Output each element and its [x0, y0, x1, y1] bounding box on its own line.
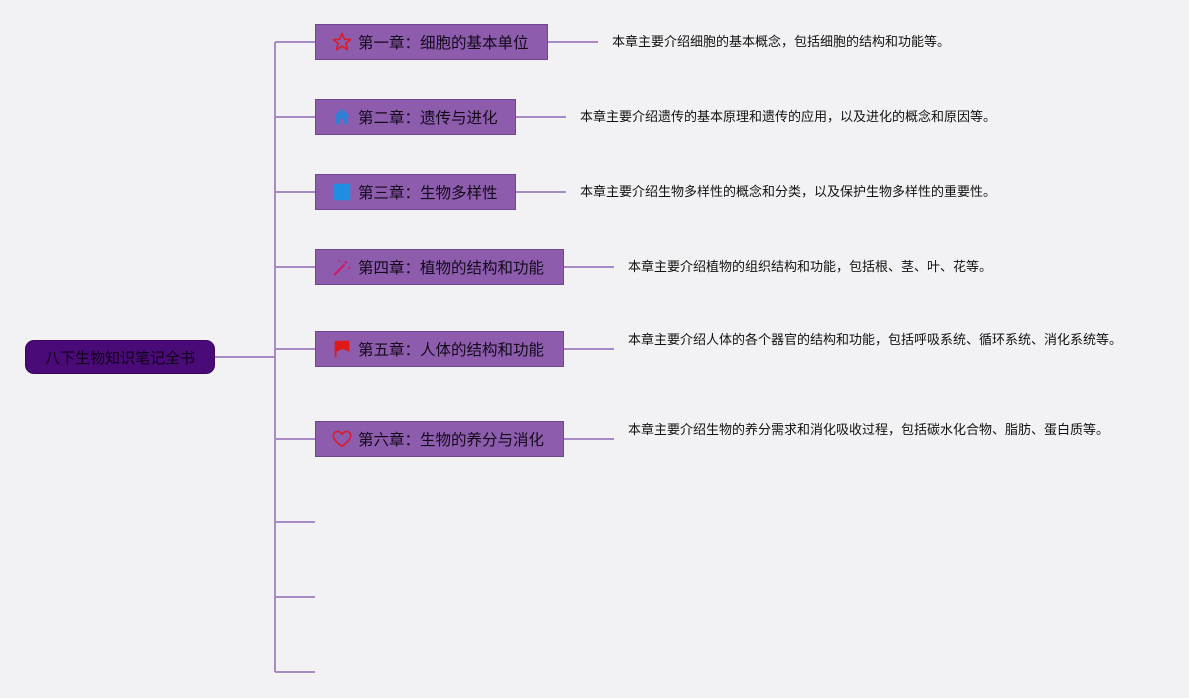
- blue-square-icon: [330, 180, 354, 204]
- heart-outline-icon: [330, 427, 354, 451]
- red-flag-icon: [330, 337, 354, 361]
- chapter-title: 第二章：遗传与进化: [358, 109, 498, 127]
- magic-wand-icon: [330, 255, 354, 279]
- chapter-description-2: 本章主要介绍遗传的基本原理和遗传的应用，以及进化的概念和原因等。: [580, 108, 1060, 128]
- chapter-node-6[interactable]: 第六章：生物的养分与消化: [315, 421, 564, 457]
- chapter-title: 第三章：生物多样性: [358, 184, 498, 202]
- chapter-description-3: 本章主要介绍生物多样性的概念和分类，以及保护生物多样性的重要性。: [580, 183, 1060, 203]
- root-label: 八下生物知识笔记全书: [44, 348, 195, 367]
- chapter-title: 第六章：生物的养分与消化: [358, 431, 545, 449]
- chapter-title: 第一章：细胞的基本单位: [358, 34, 529, 52]
- root-node[interactable]: 八下生物知识笔记全书: [25, 340, 215, 374]
- chapter-node-4[interactable]: 第四章：植物的结构和功能: [315, 249, 564, 285]
- chapter-node-5[interactable]: 第五章：人体的结构和功能: [315, 331, 564, 367]
- chapter-title: 第五章：人体的结构和功能: [358, 341, 545, 359]
- chapter-node-2[interactable]: 第二章：遗传与进化: [315, 99, 516, 135]
- star-outline-icon: [330, 30, 354, 54]
- house-icon: [330, 105, 354, 129]
- chapter-title: 第四章：植物的结构和功能: [358, 259, 545, 277]
- chapter-description-1: 本章主要介绍细胞的基本概念，包括细胞的结构和功能等。: [612, 33, 1012, 53]
- chapter-description-5: 本章主要介绍人体的各个器官的结构和功能，包括呼吸系统、循环系统、消化系统等。: [628, 331, 1128, 351]
- chapter-node-1[interactable]: 第一章：细胞的基本单位: [315, 24, 548, 60]
- chapter-node-3[interactable]: 第三章：生物多样性: [315, 174, 516, 210]
- chapter-description-4: 本章主要介绍植物的组织结构和功能，包括根、茎、叶、花等。: [628, 258, 1048, 278]
- chapter-description-6: 本章主要介绍生物的养分需求和消化吸收过程，包括碳水化合物、脂肪、蛋白质等。: [628, 421, 1128, 441]
